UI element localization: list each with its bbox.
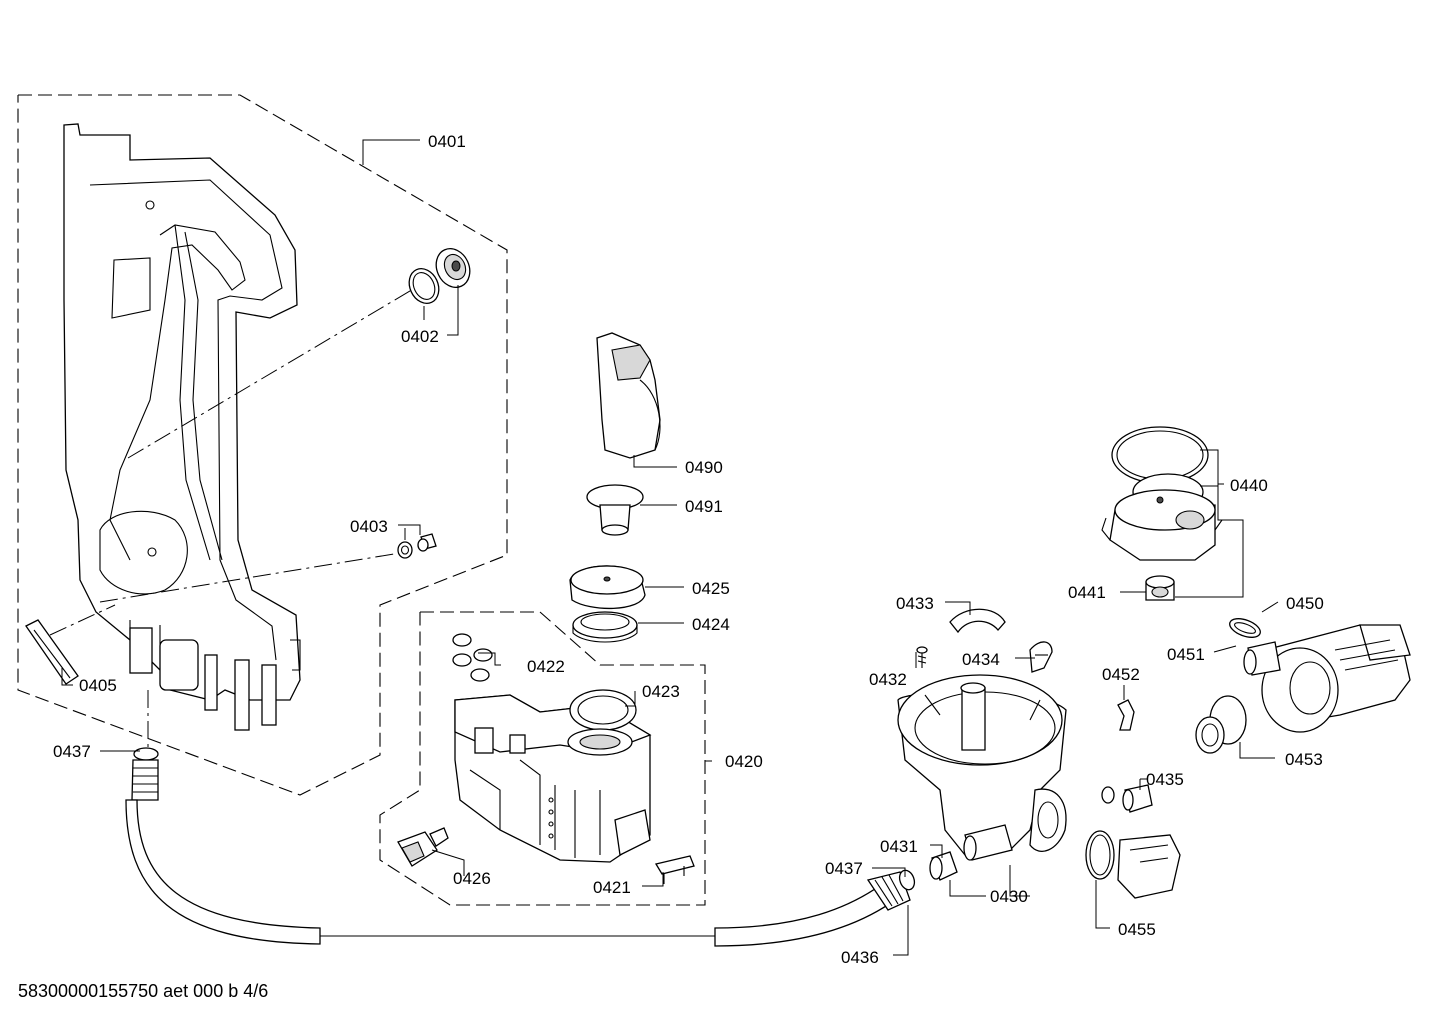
part-0440-assembly	[1101, 426, 1223, 561]
part-0431-adaptor	[929, 851, 958, 881]
label-0455: 0455	[1118, 920, 1156, 939]
label-0421: 0421	[593, 878, 631, 897]
part-0422-seals	[452, 633, 493, 682]
assembly-0401-boundary	[17, 94, 508, 796]
part-0405-plate	[25, 619, 79, 685]
label-0437-left: 0437	[53, 742, 91, 761]
part-0441-rotor	[1145, 575, 1175, 601]
label-0440: 0440	[1230, 476, 1268, 495]
label-0452: 0452	[1102, 665, 1140, 684]
label-0424: 0424	[692, 615, 730, 634]
label-0403: 0403	[350, 517, 388, 536]
part-0420-softener	[454, 689, 652, 863]
label-0436: 0436	[841, 948, 879, 967]
label-0434: 0434	[962, 650, 1000, 669]
part-0435-sensor	[1101, 784, 1153, 813]
part-0433-guard	[949, 608, 1006, 634]
part-0421-clip	[654, 855, 695, 884]
label-0430: 0430	[990, 887, 1028, 906]
label-0450: 0450	[1286, 594, 1324, 613]
part-0452-clip	[1117, 699, 1135, 731]
label-0431: 0431	[880, 837, 918, 856]
label-0402: 0402	[401, 327, 439, 346]
label-0453: 0453	[1285, 750, 1323, 769]
part-labels: 0401 0402 0403 0405 0437 0490 0491 0425 …	[53, 132, 1324, 967]
label-0441: 0441	[1068, 583, 1106, 602]
part-0455-drain-pump	[1085, 830, 1181, 899]
label-0426: 0426	[453, 869, 491, 888]
label-0432: 0432	[869, 670, 907, 689]
part-0491-cup	[586, 484, 644, 536]
part-0402-seal-and-cap	[408, 248, 471, 305]
part-0450-pump-motor	[1243, 624, 1411, 733]
assembly-0420-boundary	[379, 611, 706, 906]
label-0405: 0405	[79, 676, 117, 695]
part-0426-valve	[397, 827, 449, 867]
part-0424-ring	[572, 611, 638, 643]
drawing-reference: 58300000155750 aet 000 b 4/6	[18, 981, 269, 1001]
label-0423: 0423	[642, 682, 680, 701]
part-0430-sump	[897, 674, 1067, 861]
part-0434-clamp	[1029, 641, 1053, 673]
part-0490-funnel	[596, 332, 661, 459]
drain-hose	[125, 747, 916, 947]
part-0403-fittings	[397, 533, 437, 559]
label-0451: 0451	[1167, 645, 1205, 664]
part-0425-cap	[569, 565, 646, 610]
part-0401-water-panel	[63, 123, 301, 731]
label-0433: 0433	[896, 594, 934, 613]
centerlines-0401	[49, 287, 416, 748]
label-0401: 0401	[428, 132, 466, 151]
part-0451-clamp	[1229, 618, 1261, 638]
leader-lines	[61, 139, 1279, 956]
label-0435: 0435	[1146, 770, 1184, 789]
part-0432-screw	[916, 646, 928, 668]
label-0490: 0490	[685, 458, 723, 477]
label-0425: 0425	[692, 579, 730, 598]
label-0420: 0420	[725, 752, 763, 771]
part-0453-connector	[1195, 695, 1247, 754]
label-0491: 0491	[685, 497, 723, 516]
label-0437-right: 0437	[825, 859, 863, 878]
label-0422: 0422	[527, 657, 565, 676]
